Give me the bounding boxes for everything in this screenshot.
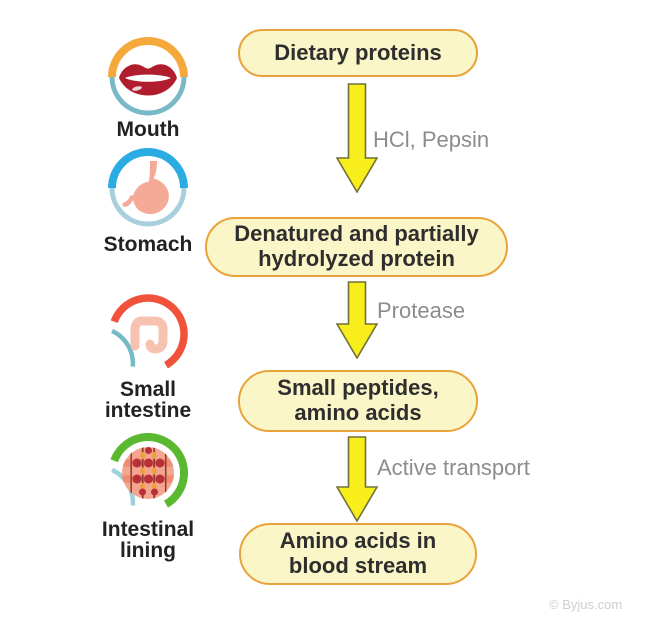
- down-arrow-icon: [336, 436, 378, 522]
- mouth-icon: [108, 37, 188, 116]
- flow-box-denatured-protein: Denatured and partially hydrolyzed prote…: [205, 217, 508, 277]
- byjus-watermark: © Byjus.com: [549, 597, 623, 612]
- arrow-label-hcl-pepsin: HCl, Pepsin: [373, 127, 490, 152]
- arrow-label-protease: Protease: [377, 298, 466, 323]
- flow-box-dietary-proteins: Dietary proteins: [238, 29, 478, 77]
- intestinal-lining-icon: [110, 433, 188, 508]
- organ-label-mouth: Mouth: [116, 118, 180, 141]
- organ-label-small-intestine: Small intestine: [104, 378, 192, 422]
- flow-box-small-peptides: Small peptides, amino acids: [238, 370, 478, 432]
- stomach-icon: [108, 148, 188, 227]
- flow-box-amino-acids-blood: Amino acids in blood stream: [239, 523, 477, 585]
- organ-label-intestinal-lining: Intestinal lining: [101, 518, 195, 562]
- arrow-label-active-transport: Active transport: [377, 455, 530, 480]
- down-arrow-icon: [336, 83, 378, 193]
- organ-label-stomach: Stomach: [103, 233, 193, 256]
- down-arrow-icon: [336, 281, 378, 359]
- small-intestine-icon: [110, 294, 188, 369]
